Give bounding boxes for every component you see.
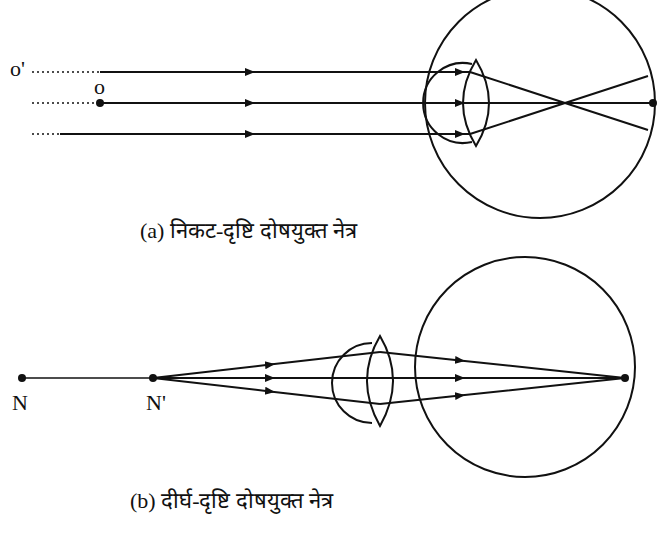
light-ray: [153, 378, 380, 404]
image-point: [621, 374, 629, 382]
point-label: N: [12, 390, 28, 416]
point-label: o': [10, 56, 25, 82]
axis-line: [22, 377, 153, 379]
light-ray: [153, 352, 380, 378]
figure-caption: (b) दीर्घ-दृष्टि दोषयुक्त नेत्र: [130, 488, 333, 514]
dotted-ray: [32, 102, 100, 104]
light-ray: [100, 71, 470, 73]
light-ray: [100, 102, 470, 104]
point-label: o: [94, 74, 105, 100]
light-ray: [60, 133, 470, 135]
refracted-ray: [380, 352, 625, 378]
near-point: [18, 374, 26, 382]
refracted-ray: [470, 72, 648, 130]
figure-caption: (a) निकट-दृष्टि दोषयुक्त नेत्र: [140, 218, 357, 244]
light-ray: [153, 377, 625, 379]
refracted-ray: [470, 76, 648, 134]
object-point: [96, 99, 104, 107]
retina-point: [649, 99, 657, 107]
near-point: [149, 374, 157, 382]
refracted-ray: [380, 378, 625, 404]
eyeball: [425, 0, 655, 218]
point-label: N': [146, 390, 166, 416]
dotted-ray: [32, 71, 100, 73]
dotted-ray: [32, 133, 60, 135]
eye-lens: [367, 336, 393, 426]
